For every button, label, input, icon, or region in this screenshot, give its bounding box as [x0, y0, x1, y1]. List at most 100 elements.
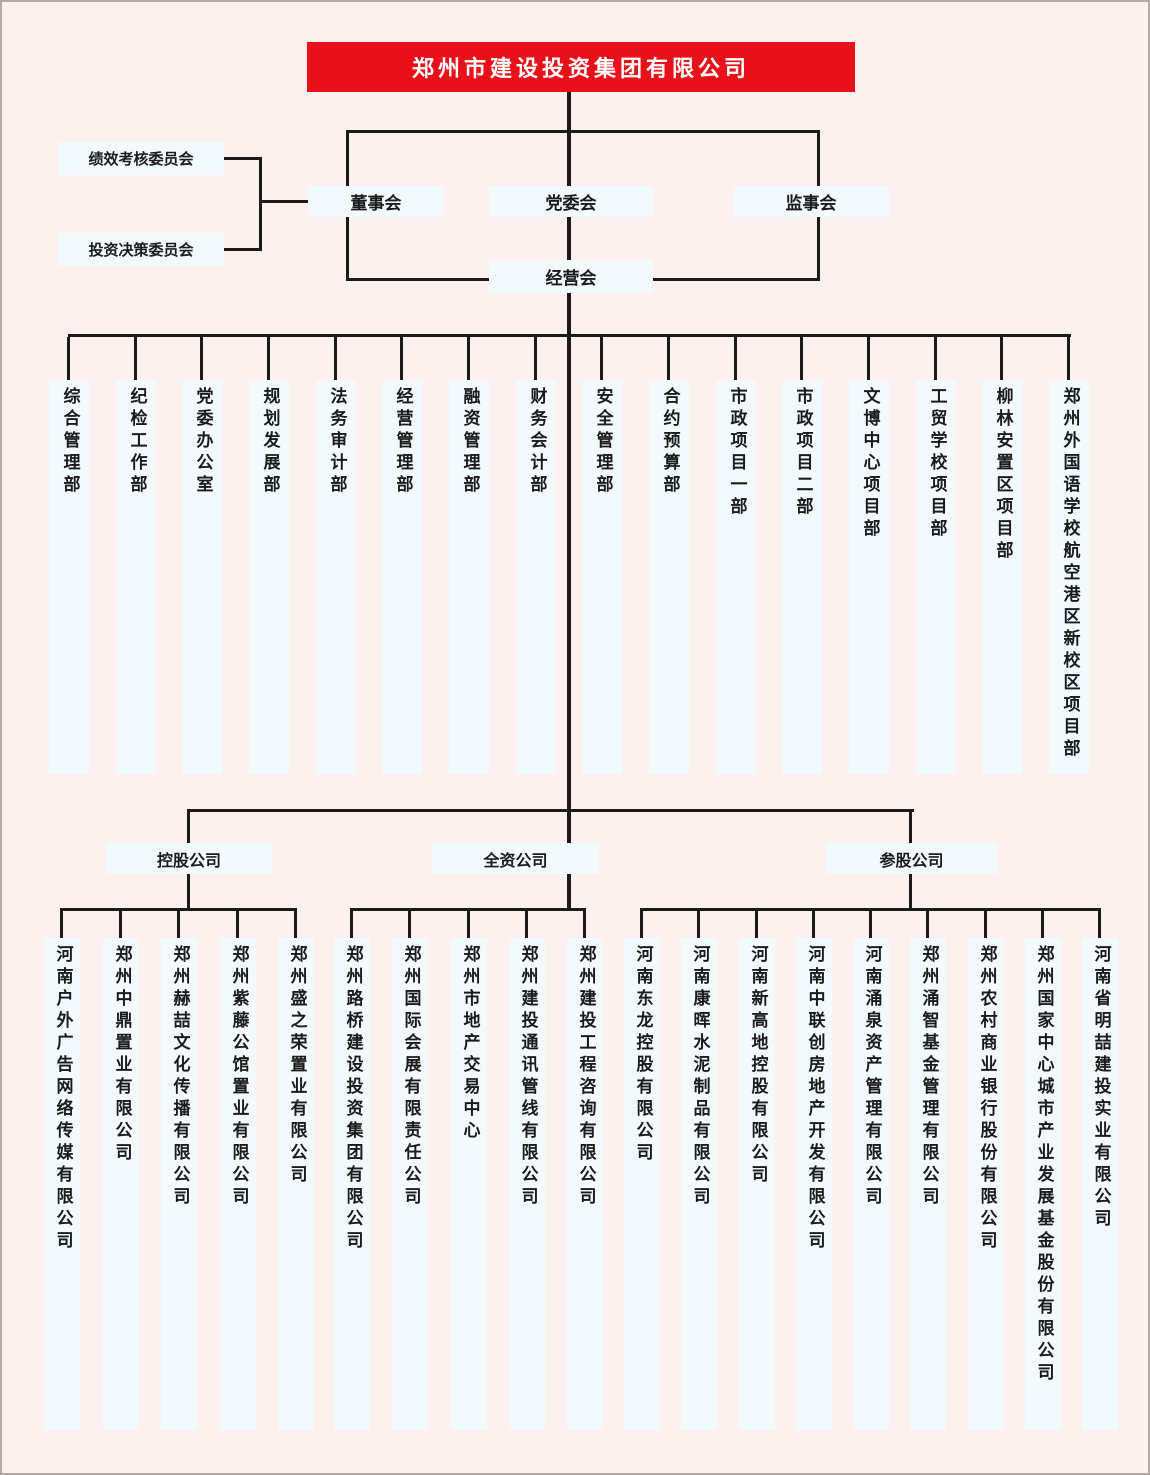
company-column: 郑州赫喆文化传播有限公司 [161, 938, 197, 1430]
category-label: 控股公司 [156, 850, 221, 870]
department-drop-line [67, 337, 70, 380]
company-label: 河南康晖水泥制品有限公司 [689, 945, 710, 1209]
department-drop-line [800, 337, 803, 380]
company-column: 郑州国际会展有限责任公司 [392, 938, 428, 1430]
board-label: 监事会 [785, 194, 837, 214]
company-column: 河南涌泉资产管理有限公司 [853, 938, 889, 1430]
company-drop-line [119, 911, 122, 938]
company-label: 郑州建投工程咨询有限公司 [575, 945, 596, 1209]
department-drop-line [734, 337, 737, 380]
company-drop-line [177, 911, 180, 938]
department-column: 工贸学校项目部 [916, 380, 956, 774]
department-label: 党委办公室 [192, 387, 213, 497]
company-column: 郑州国家中心城市产业发展基金股份有限公司 [1025, 938, 1061, 1430]
department-label: 经营管理部 [392, 387, 413, 497]
committee-box-investment: 投资决策委员会 [58, 233, 224, 266]
category-label: 全资公司 [483, 850, 548, 870]
company-column: 河南康晖水泥制品有限公司 [681, 938, 717, 1430]
department-drop-line [267, 337, 270, 380]
company-label: 郑州中鼎置业有限公司 [111, 945, 132, 1165]
department-drop-line [467, 337, 470, 380]
department-column: 规划发展部 [249, 380, 289, 774]
department-label: 合约预算部 [659, 387, 680, 497]
company-column: 河南省明喆建投实业有限公司 [1082, 938, 1118, 1430]
company-column: 郑州建投通讯管线有限公司 [509, 938, 545, 1430]
department-label: 财务会计部 [526, 387, 547, 497]
company-drop-line [467, 911, 470, 938]
company-label: 河南东龙控股有限公司 [632, 945, 653, 1165]
board-box-supervisors: 监事会 [733, 186, 889, 217]
company-drop-line [1041, 911, 1044, 938]
department-column: 郑州外国语学校航空港区新校区项目部 [1049, 380, 1089, 774]
company-column: 郑州中鼎置业有限公司 [103, 938, 139, 1430]
category-box-wholly-owned: 全资公司 [432, 843, 599, 874]
category-box-participating: 参股公司 [826, 843, 997, 874]
trunk-line [567, 90, 571, 911]
department-label: 市政项目二部 [792, 387, 813, 519]
company-drop-line [1098, 911, 1101, 938]
company-drop-line [697, 911, 700, 938]
company-column: 郑州市地产交易中心 [451, 938, 487, 1430]
committee-bracket-stub-bottom [224, 248, 262, 251]
company-drop-line [294, 911, 297, 938]
board-box-directors: 董事会 [308, 186, 444, 217]
category-box-holding: 控股公司 [106, 843, 272, 874]
committee-box-performance: 绩效考核委员会 [58, 142, 224, 175]
category-label: 参股公司 [879, 850, 944, 870]
company-label: 郑州路桥建设投资集团有限公司 [342, 945, 363, 1253]
department-drop-line [200, 337, 203, 380]
company-column: 河南新高地控股有限公司 [739, 938, 775, 1430]
department-column: 安全管理部 [582, 380, 622, 774]
company-drop-line [640, 911, 643, 938]
department-label: 市政项目一部 [726, 387, 747, 519]
org-title-box: 郑州市建设投资集团有限公司 [307, 42, 855, 92]
company-drop-line [350, 911, 353, 938]
department-drop-line [134, 337, 137, 380]
company-label: 郑州赫喆文化传播有限公司 [169, 945, 190, 1209]
category-drop-line-participating [909, 809, 912, 844]
company-column: 郑州紫藤公馆置业有限公司 [220, 938, 256, 1430]
company-drop-line [408, 911, 411, 938]
department-label: 纪检工作部 [126, 387, 147, 497]
company-label: 郑州盛之荣置业有限公司 [286, 945, 307, 1187]
department-label: 郑州外国语学校航空港区新校区项目部 [1059, 387, 1080, 761]
department-column: 法务审计部 [316, 380, 356, 774]
board-label: 党委会 [545, 194, 597, 214]
company-label: 河南户外广告网络传媒有限公司 [52, 945, 73, 1253]
department-drop-line [1000, 337, 1003, 380]
department-column: 市政项目一部 [716, 380, 756, 774]
committee-bracket-to-board [259, 200, 308, 203]
department-drop-line [400, 337, 403, 380]
company-label: 郑州国家中心城市产业发展基金股份有限公司 [1033, 945, 1054, 1385]
department-label: 规划发展部 [259, 387, 280, 497]
company-label: 河南中联创房地产开发有限公司 [804, 945, 825, 1253]
company-drop-line [755, 911, 758, 938]
department-label: 文博中心项目部 [859, 387, 880, 541]
company-column: 郑州盛之荣置业有限公司 [278, 938, 314, 1430]
org-title: 郑州市建设投资集团有限公司 [411, 57, 750, 82]
department-drop-line [667, 337, 670, 380]
department-column: 合约预算部 [649, 380, 689, 774]
department-label: 柳林安置区项目部 [992, 387, 1013, 563]
committee-bracket-stub-top [224, 157, 262, 160]
board-connector-line [346, 130, 820, 133]
department-column: 财务会计部 [516, 380, 556, 774]
department-column: 党委办公室 [182, 380, 222, 774]
department-connector-line [68, 334, 1071, 337]
department-column: 融资管理部 [449, 380, 489, 774]
department-label: 法务审计部 [326, 387, 347, 497]
company-drop-line [812, 911, 815, 938]
management-meeting-label: 经营会 [545, 269, 597, 289]
committee-bracket-vertical [259, 157, 262, 251]
company-column: 郑州建投工程咨询有限公司 [567, 938, 603, 1430]
group-connector-line-holding [60, 908, 297, 911]
department-column: 市政项目二部 [782, 380, 822, 774]
company-column: 郑州路桥建设投资集团有限公司 [334, 938, 370, 1430]
department-column: 综合管理部 [49, 380, 89, 774]
group-connector-line-wholly [350, 908, 586, 911]
board-box-party-committee: 党委会 [489, 186, 653, 217]
committee-label: 绩效考核委员会 [88, 150, 194, 168]
company-label: 郑州农村商业银行股份有限公司 [976, 945, 997, 1253]
company-label: 河南涌泉资产管理有限公司 [861, 945, 882, 1209]
